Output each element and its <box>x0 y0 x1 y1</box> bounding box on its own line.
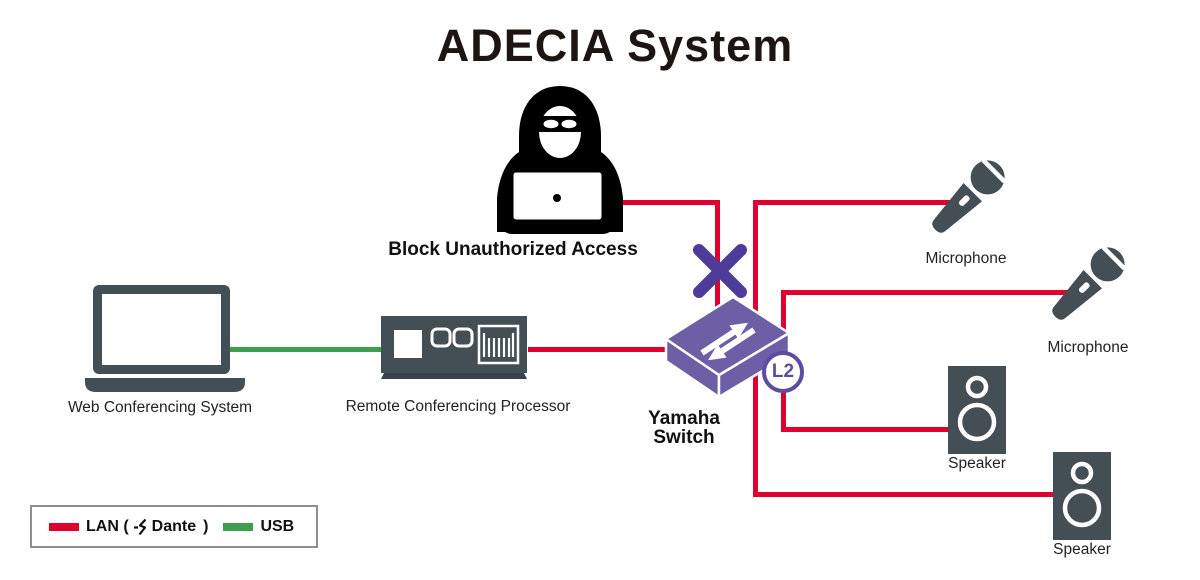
legend-lan-brand: Dante <box>151 517 197 535</box>
legend-lan-prefix: LAN ( <box>86 517 129 535</box>
speaker-icon <box>948 366 1006 454</box>
usb-swatch <box>223 522 254 531</box>
hacker-icon <box>497 86 623 234</box>
dante-logo-icon <box>133 518 146 535</box>
speaker-2-label: Speaker <box>1053 541 1111 558</box>
lan-cable-processor-switch <box>528 347 680 352</box>
microphone-icon <box>1052 245 1127 320</box>
legend-lan-suffix: ) <box>203 517 209 535</box>
l2-badge: L2 <box>762 351 804 393</box>
microphone-2-label: Microphone <box>1047 339 1129 356</box>
lan-cable-microphone-1 <box>753 200 955 205</box>
speaker-1-label: Speaker <box>948 455 1006 472</box>
processor-icon <box>381 316 527 379</box>
blocked-x-icon <box>693 244 747 298</box>
block-unauthorized-label: Block Unauthorized Access <box>388 239 638 260</box>
l2-badge-text: L2 <box>771 361 795 382</box>
web-conferencing-label: Web Conferencing System <box>67 399 253 416</box>
usb-cable <box>230 347 382 352</box>
processor-label: Remote Conferencing Processor <box>345 398 571 415</box>
lan-cable-hacker-vertical <box>715 200 720 315</box>
yamaha-switch-label: Yamaha Switch <box>648 408 720 448</box>
speaker-icon <box>1053 452 1111 540</box>
microphone-icon <box>932 158 1007 233</box>
network-switch-icon <box>664 295 791 399</box>
legend-usb-label: USB <box>260 517 295 535</box>
lan-cable-microphone-2 <box>781 290 1074 295</box>
lan-cable-speaker-2 <box>753 492 1055 497</box>
lan-cable-hacker-horizontal <box>612 200 720 205</box>
legend: LAN ( Dante ) USB <box>30 505 318 548</box>
lan-cable-speaker-1 <box>781 427 951 432</box>
page-title: ADECIA System <box>436 20 794 71</box>
lan-swatch <box>49 522 79 531</box>
laptop-icon <box>85 285 245 392</box>
microphone-1-label: Microphone <box>925 250 1007 267</box>
